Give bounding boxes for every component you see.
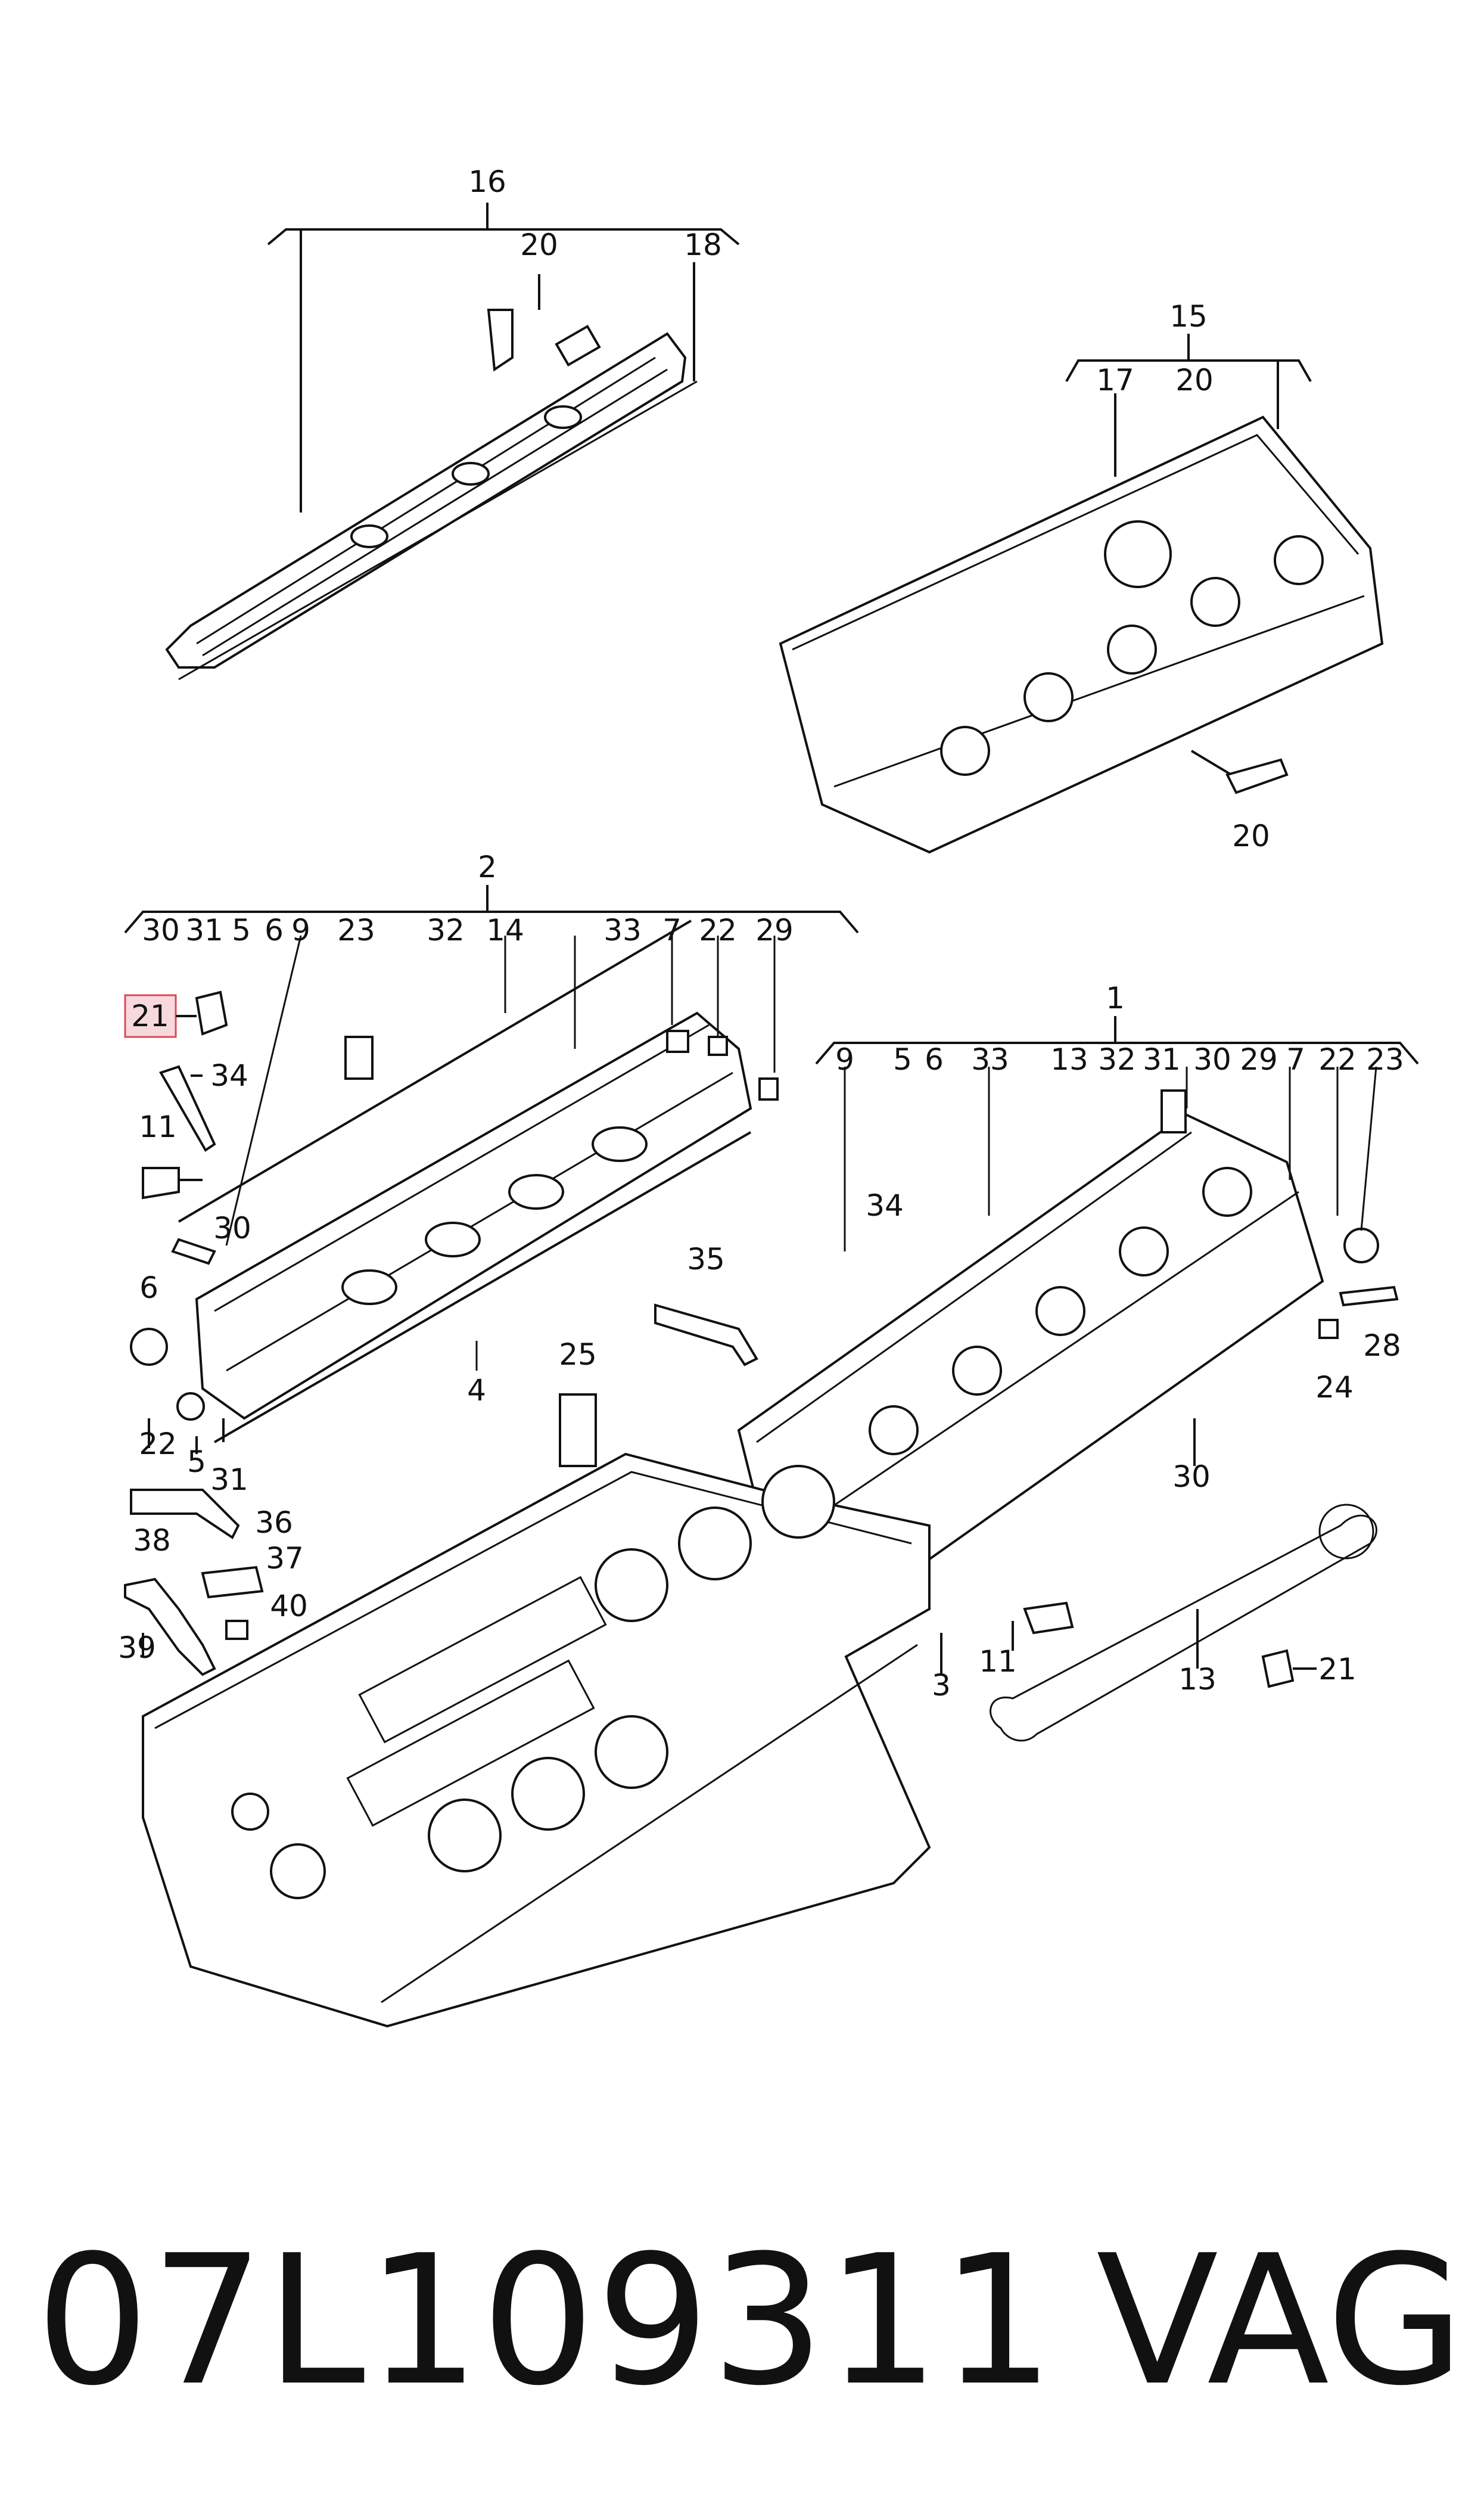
callout-13: 13: [1178, 1662, 1217, 1697]
brand-text: VAG: [1096, 2217, 1465, 2425]
callout-30: 30: [213, 1211, 251, 1245]
misc-parts: [124, 1303, 758, 1676]
callout-2: 2: [478, 850, 497, 884]
callout-34: 34: [866, 1188, 904, 1223]
callout-31: 31: [210, 1462, 248, 1497]
callout-32: 32: [427, 913, 465, 948]
callout-7: 7: [662, 913, 682, 948]
callout-5: 5: [187, 1445, 206, 1479]
cylinder-head-cover-right: [779, 334, 1384, 854]
callout-20: 20: [1232, 819, 1270, 853]
callout-32: 32: [1098, 1042, 1136, 1077]
part-21-highlight: [124, 990, 228, 1038]
callout-14: 14: [486, 913, 524, 948]
callout-17: 17: [1096, 363, 1134, 397]
callout-6: 6: [139, 1271, 158, 1305]
callout-35: 35: [687, 1242, 725, 1276]
callout-39: 39: [118, 1630, 156, 1665]
callout-25: 25: [559, 1337, 597, 1372]
cylinder-head-right: [737, 1016, 1419, 1599]
callout-29: 29: [755, 913, 794, 948]
callout-23: 23: [1366, 1042, 1404, 1077]
callout-5: 5: [893, 1042, 912, 1077]
callout-36: 36: [255, 1505, 293, 1540]
callout-40: 40: [270, 1589, 308, 1623]
callout-30: 30: [142, 913, 180, 948]
right-small-parts: [990, 1504, 1377, 1742]
callout-33: 33: [603, 913, 642, 948]
callout-21: 21: [1318, 1652, 1357, 1686]
callout-30: 30: [1193, 1042, 1231, 1077]
part-number-text: 07L109311: [36, 2217, 1056, 2425]
cylinder-head-left: [124, 885, 859, 1443]
callout-18: 18: [684, 228, 722, 262]
callout-29: 29: [1240, 1042, 1278, 1077]
callout-9: 9: [835, 1042, 854, 1077]
callout-37: 37: [266, 1541, 304, 1576]
callout-31: 31: [185, 913, 223, 948]
callout-21-highlighted: 21: [131, 999, 169, 1033]
callout-20: 20: [1175, 363, 1214, 397]
callout-31: 31: [1143, 1042, 1181, 1077]
exploded-parts-diagram: 16 20 18 15 17 20 20 2 30 31 5 6 9 23 32…: [118, 164, 1419, 2028]
callout-24: 24: [1315, 1370, 1354, 1405]
callout-6: 6: [925, 1042, 944, 1077]
callout-3: 3: [932, 1668, 951, 1703]
callout-5: 5: [232, 913, 251, 948]
callout-22: 22: [1318, 1042, 1357, 1077]
callout-30: 30: [1172, 1459, 1211, 1494]
callout-16: 16: [468, 164, 506, 199]
callout-9: 9: [291, 913, 310, 948]
callout-labels: 16 20 18 15 17 20 20 2 30 31 5 6 9 23 32…: [118, 164, 1404, 1703]
callout-38: 38: [133, 1523, 171, 1558]
callout-4: 4: [467, 1373, 486, 1408]
cylinder-head-cover-left: [165, 203, 740, 681]
callout-33: 33: [971, 1042, 1009, 1077]
callout-11: 11: [139, 1110, 177, 1144]
callout-23: 23: [337, 913, 375, 948]
callout-15: 15: [1169, 299, 1208, 334]
callout-22: 22: [699, 913, 737, 948]
callout-20: 20: [520, 228, 558, 262]
left-small-parts: [142, 1065, 225, 1454]
callout-11: 11: [979, 1644, 1017, 1679]
engine-block: [142, 1452, 942, 2028]
callout-34: 34: [210, 1058, 248, 1093]
callout-1: 1: [1106, 981, 1125, 1015]
callout-22: 22: [139, 1427, 177, 1461]
callout-7: 7: [1286, 1042, 1305, 1077]
callout-6: 6: [265, 913, 284, 948]
callout-13: 13: [1050, 1042, 1088, 1077]
callout-28: 28: [1363, 1328, 1401, 1363]
